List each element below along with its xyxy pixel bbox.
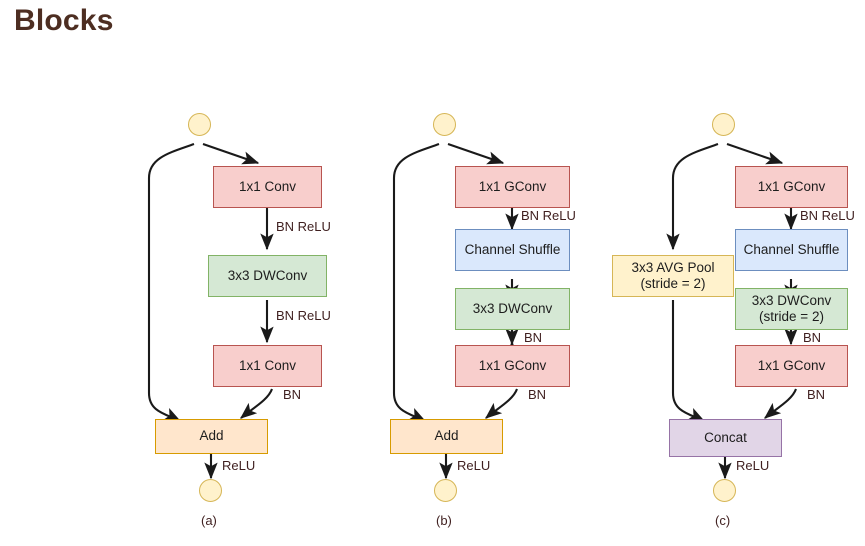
c-node-concat-label: Concat	[704, 429, 747, 445]
c-node-dwconv[interactable]: 3x3 DWConv (stride = 2)	[735, 288, 848, 330]
a-caption: (a)	[201, 513, 217, 528]
c-node-dwconv-label2: (stride = 2)	[759, 309, 824, 324]
c-edge-label-5: ReLU	[736, 458, 770, 473]
b-node-gconv2-label: 1x1 GConv	[478, 357, 547, 373]
a-node-conv2-label: 1x1 Conv	[238, 357, 297, 373]
c-node-avgpool[interactable]: 3x3 AVG Pool (stride = 2)	[612, 255, 734, 297]
c-node-concat[interactable]: Concat	[669, 419, 782, 457]
a-input-dot	[188, 113, 211, 136]
b-node-gconv2[interactable]: 1x1 GConv	[455, 345, 570, 387]
c-edge-label-3: BN	[803, 330, 822, 345]
c-node-gconv1-label: 1x1 GConv	[757, 178, 826, 194]
b-node-shuffle-label: Channel Shuffle	[464, 241, 561, 257]
a-node-conv2[interactable]: 1x1 Conv	[213, 345, 322, 387]
b-node-add[interactable]: Add	[390, 419, 503, 454]
b-caption: (b)	[436, 513, 452, 528]
b-node-add-label: Add	[434, 428, 459, 444]
page-title: Blocks	[14, 4, 114, 37]
b-edge-label-1: BN ReLU	[521, 208, 576, 223]
b-node-shuffle[interactable]: Channel Shuffle	[455, 229, 570, 271]
a-node-add-label: Add	[199, 428, 224, 444]
c-node-avgpool-label2: (stride = 2)	[640, 276, 706, 291]
a-node-dwconv[interactable]: 3x3 DWConv	[208, 255, 327, 297]
a-node-add[interactable]: Add	[155, 419, 268, 454]
a-node-conv1[interactable]: 1x1 Conv	[213, 166, 322, 208]
b-node-gconv1[interactable]: 1x1 GConv	[455, 166, 570, 208]
c-caption: (c)	[715, 513, 731, 528]
b-input-dot	[433, 113, 456, 136]
a-edge-label-2: BN ReLU	[276, 308, 331, 323]
c-edge-label-1: BN ReLU	[800, 208, 855, 223]
b-output-dot	[434, 479, 457, 502]
c-node-shuffle[interactable]: Channel Shuffle	[735, 229, 848, 271]
c-edge-label-4: BN	[807, 387, 826, 402]
b-node-dwconv-label: 3x3 DWConv	[472, 300, 553, 316]
b-edge-label-3: BN	[524, 330, 543, 345]
a-output-dot	[199, 479, 222, 502]
c-node-dwconv-label: 3x3 DWConv	[751, 292, 832, 308]
b-node-gconv1-label: 1x1 GConv	[478, 178, 547, 194]
c-node-gconv1[interactable]: 1x1 GConv	[735, 166, 848, 208]
a-edge-label-4: ReLU	[222, 458, 256, 473]
b-edge-label-4: BN	[528, 387, 547, 402]
a-node-dwconv-label: 3x3 DWConv	[227, 267, 308, 283]
c-output-dot	[713, 479, 736, 502]
c-input-dot	[712, 113, 735, 136]
c-node-gconv2-label: 1x1 GConv	[757, 357, 826, 373]
c-node-avgpool-label: 3x3 AVG Pool	[631, 259, 715, 275]
c-node-gconv2[interactable]: 1x1 GConv	[735, 345, 848, 387]
b-edge-label-5: ReLU	[457, 458, 491, 473]
c-node-shuffle-label: Channel Shuffle	[743, 241, 840, 257]
a-edge-label-1: BN ReLU	[276, 219, 331, 234]
a-edge-label-3: BN	[283, 387, 302, 402]
b-node-dwconv[interactable]: 3x3 DWConv	[455, 288, 570, 330]
a-node-conv1-label: 1x1 Conv	[238, 178, 297, 194]
